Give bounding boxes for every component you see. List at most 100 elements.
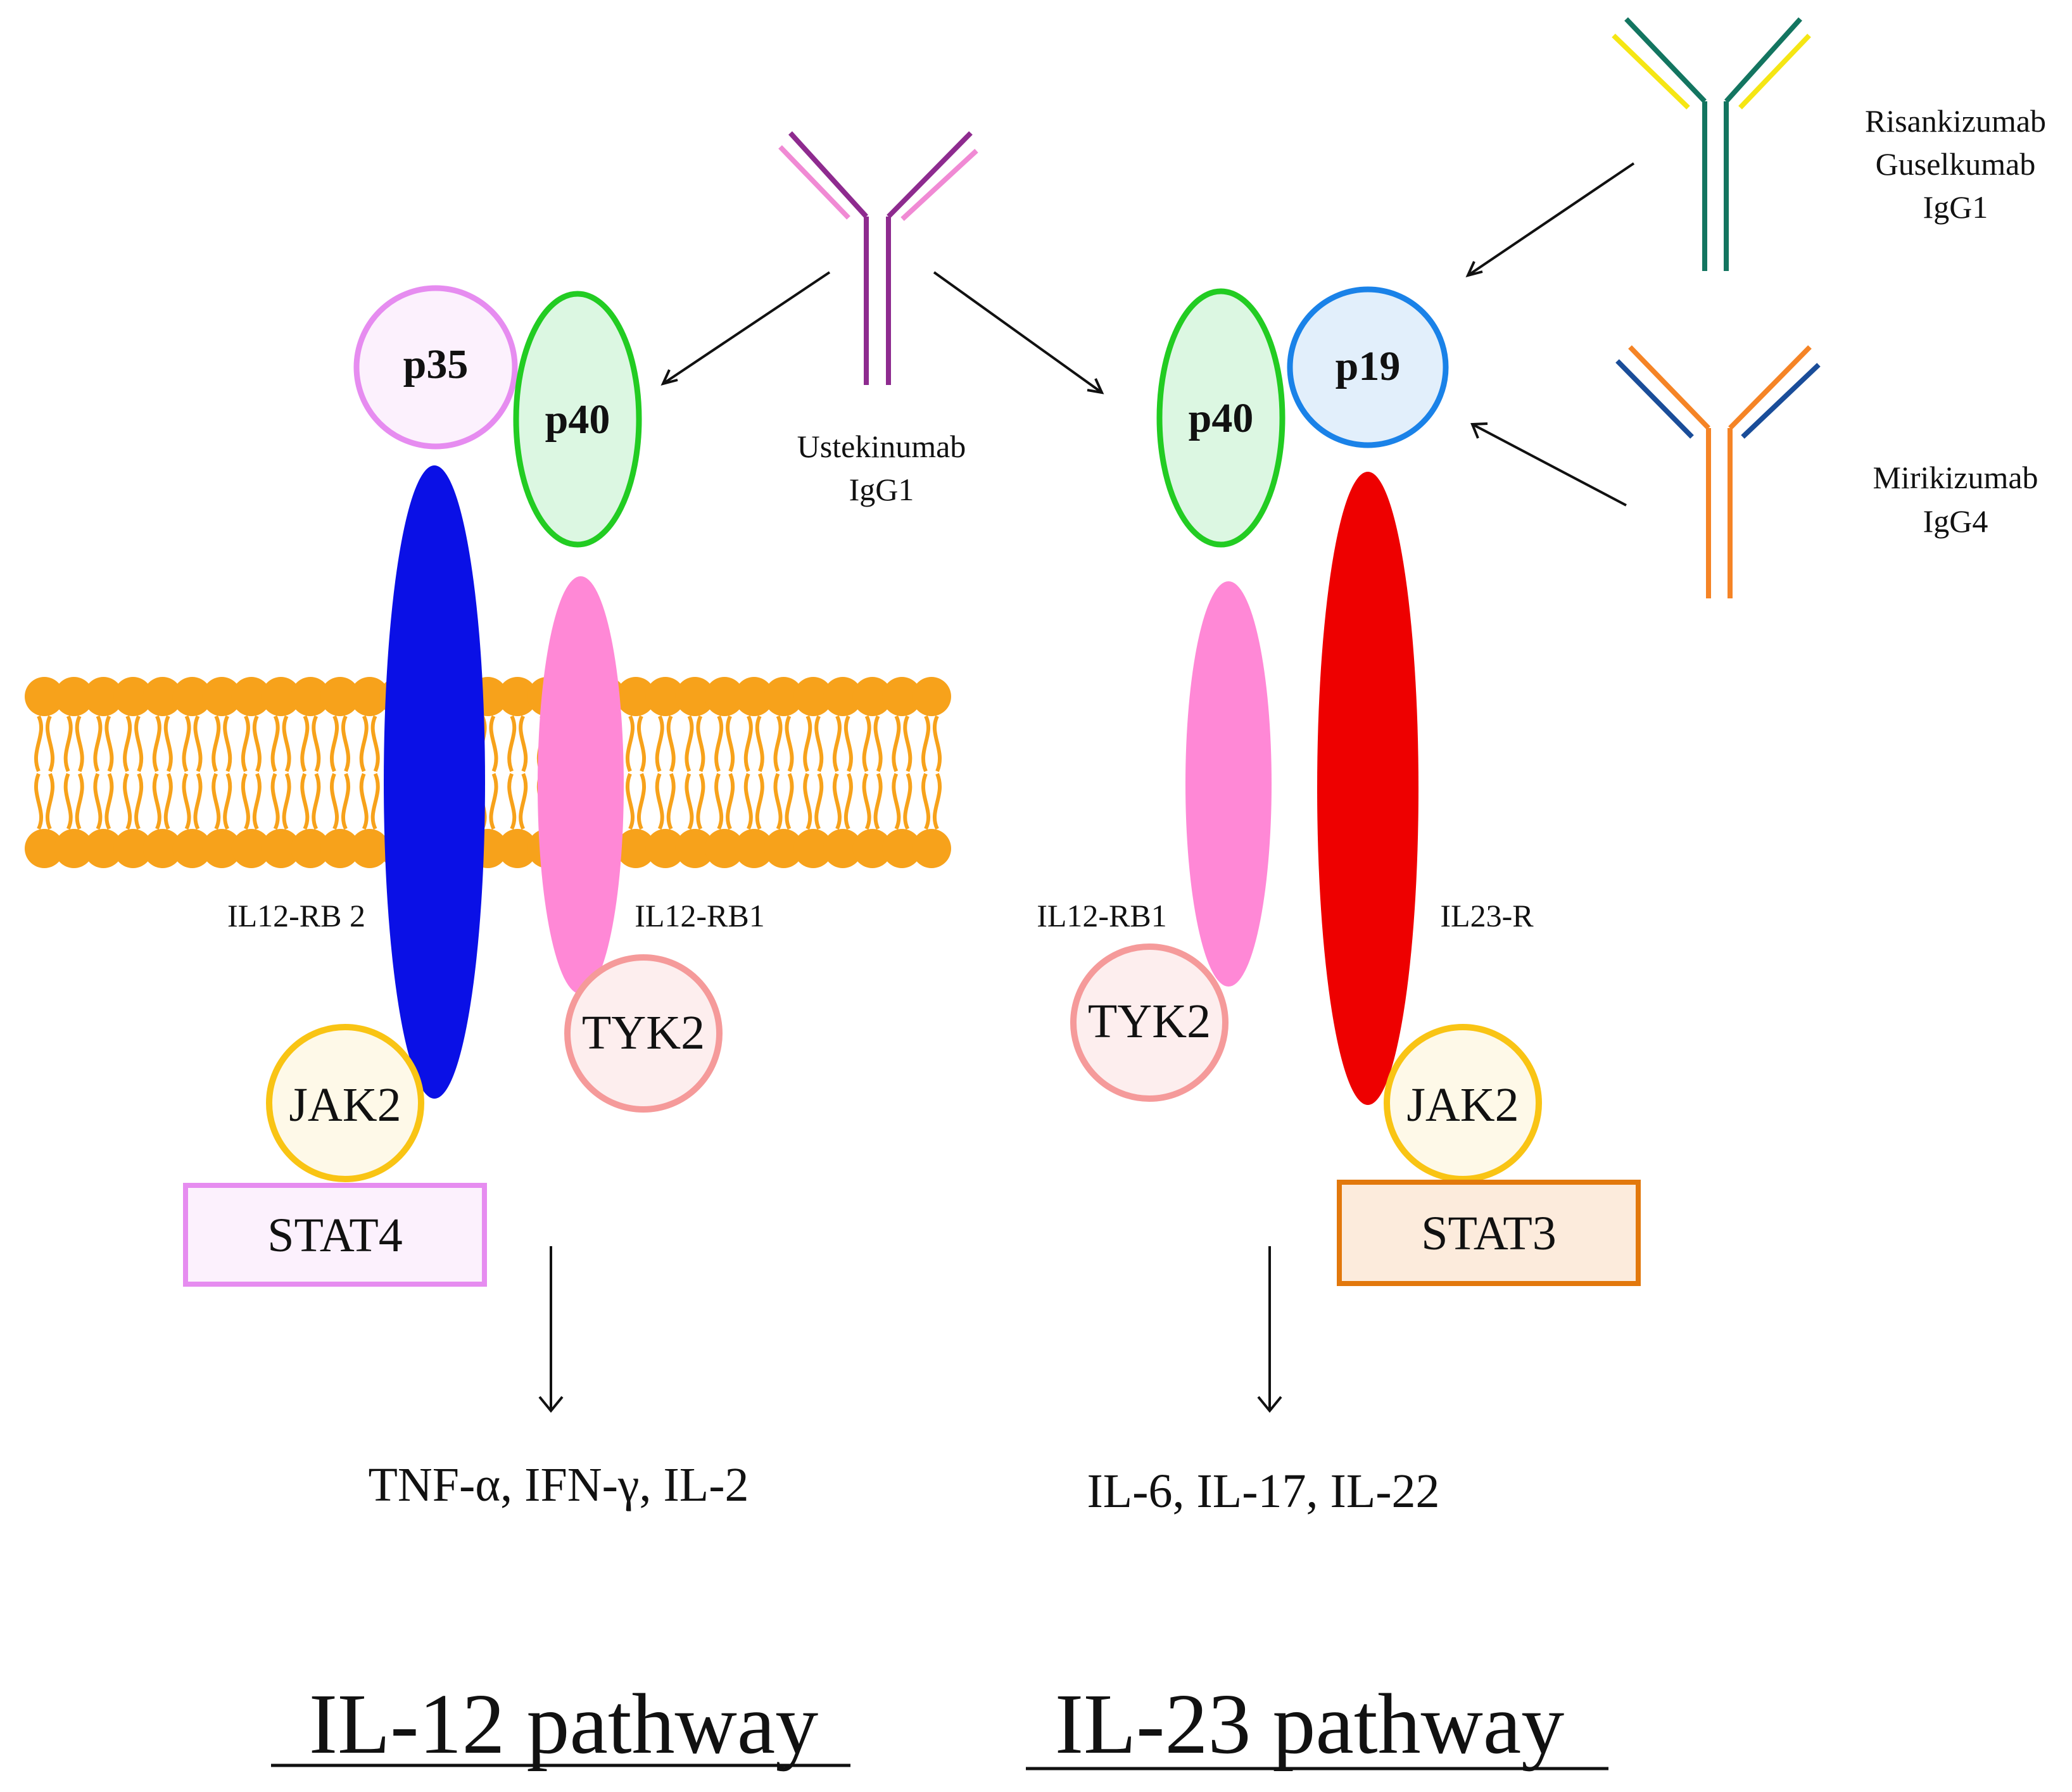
lipid-head (645, 829, 685, 868)
lipid-tail (843, 715, 853, 773)
lipid-head (734, 677, 774, 716)
lipid-tail (212, 715, 221, 773)
il12-rb1-receptor-right (1185, 581, 1272, 987)
p40-label-right: p40 (1189, 395, 1254, 441)
lipid-head (350, 677, 389, 716)
ustekinumab-isotype: IgG1 (849, 472, 914, 507)
lipid-head (320, 677, 360, 716)
lipid-tail (519, 715, 528, 773)
lipid-head (793, 829, 833, 868)
ustekinumab-name: Ustekinumab (797, 429, 966, 464)
lipid-tail (892, 715, 901, 773)
lipid-tail (330, 773, 339, 830)
lipid-tail (163, 773, 173, 830)
lipid-tail (63, 773, 73, 830)
lipid-tail (75, 715, 84, 773)
mirikizumab-isotype: IgG4 (1923, 503, 1988, 539)
lipid-tail (223, 773, 232, 830)
lipid-head (25, 829, 64, 868)
lipid-head (350, 829, 389, 868)
lipid-tail (921, 715, 930, 773)
lipid-tail (163, 715, 173, 773)
lipid-tail (666, 773, 676, 830)
lipid-head (202, 677, 242, 716)
lipid-tail (93, 773, 103, 830)
stat3-label: STAT3 (1421, 1207, 1557, 1260)
il12-rb1-label-left: IL12-RB1 (635, 898, 765, 933)
binding-arrows (538, 162, 1635, 1413)
lipid-head (261, 829, 301, 868)
lipid-tail (104, 715, 114, 773)
lipid-head (320, 829, 360, 868)
lipid-tail (903, 715, 913, 773)
lipid-head (882, 829, 922, 868)
stat4-label: STAT4 (267, 1209, 403, 1262)
il12-pathway-title: IL-12 pathway (309, 1677, 818, 1772)
p35-label: p35 (403, 341, 469, 388)
lipid-tail (803, 773, 812, 830)
il12-rb1-label-right: IL12-RB1 (1037, 898, 1167, 933)
lipid-tail (743, 715, 753, 773)
lipid-head (705, 677, 745, 716)
lipid-tail (34, 715, 43, 773)
lipid-tail (892, 773, 901, 830)
lipid-tail (252, 773, 262, 830)
lipid-head (291, 829, 331, 868)
lipid-head (261, 677, 301, 716)
lipid-tail (862, 715, 871, 773)
lipid-head (291, 677, 331, 716)
lipid-tail (134, 773, 144, 830)
mirikizumab-name: Mirikizumab (1873, 460, 2038, 495)
p35-subunit (353, 285, 518, 450)
lipid-tail (182, 715, 191, 773)
lipid-head (912, 677, 951, 716)
lipid-tail (519, 773, 528, 830)
il23-output-cytokines: IL-6, IL-17, IL-22 (1087, 1465, 1439, 1518)
lipid-tail (696, 773, 705, 830)
lipid-tail (152, 773, 161, 830)
il23-pathway-title: IL-23 pathway (1055, 1677, 1564, 1772)
lipid-tail (134, 715, 144, 773)
lipid-head (84, 829, 123, 868)
il12-output-cytokines: TNF-α, IFN-γ, IL-2 (368, 1458, 749, 1511)
lipid-tail (726, 773, 735, 830)
il12-rb2-label: IL12-RB 2 (227, 898, 365, 933)
lipid-tail (637, 715, 646, 773)
lipid-tail (223, 715, 232, 773)
lipid-tail (300, 773, 310, 830)
lipid-head (764, 829, 804, 868)
lipid-head (54, 829, 94, 868)
lipid-tail (773, 715, 783, 773)
lipid-tail (921, 773, 930, 830)
lipid-tail (685, 715, 694, 773)
lipid-tail (933, 715, 942, 773)
lipid-head (616, 829, 655, 868)
lipid-tail (637, 773, 646, 830)
jak2-label-right: JAK2 (1406, 1078, 1519, 1132)
lipid-tail (903, 773, 913, 830)
risankizumab-to-p19-arrow (1467, 162, 1635, 277)
lipid-tail (726, 715, 735, 773)
lipid-tail (655, 773, 664, 830)
jak2-label-left: JAK2 (289, 1078, 401, 1132)
il23-r-receptor (1317, 472, 1418, 1105)
lipid-head (84, 677, 123, 716)
lipid-tail (685, 773, 694, 830)
lipid-tail (193, 715, 203, 773)
lipid-head (675, 677, 715, 716)
lipid-tail (370, 773, 380, 830)
lipid-head (54, 677, 94, 716)
ustekinumab-antibody (778, 131, 978, 385)
lipid-head (142, 829, 182, 868)
lipid-head (113, 677, 153, 716)
lipid-tail (666, 715, 676, 773)
lipid-tail (814, 715, 824, 773)
lipid-tail (46, 773, 54, 830)
il23-r-label: IL23-R (1440, 898, 1534, 933)
lipid-head (793, 677, 833, 716)
lipid-tail (773, 773, 783, 830)
jak2-kinase-left (266, 1024, 424, 1182)
lipid-tail (785, 715, 794, 773)
lipid-head (912, 829, 951, 868)
